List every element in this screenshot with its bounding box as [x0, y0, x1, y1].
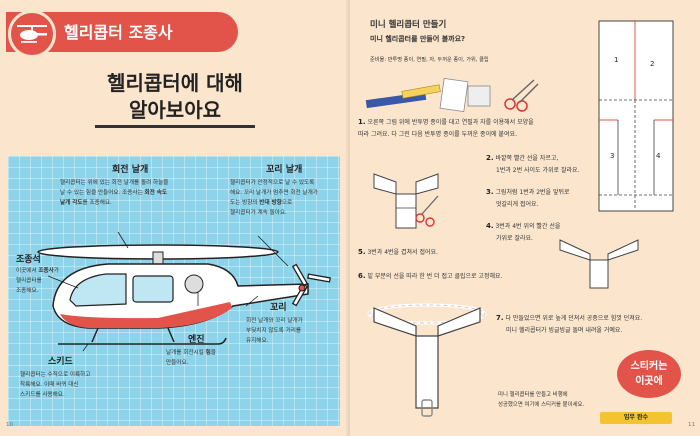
finished-helicopter-icon	[367, 303, 487, 417]
paper-template	[598, 20, 674, 212]
fold-illustration-icon	[373, 173, 439, 229]
materials-list: 준비물: 반투명 종이, 연필, 자, 두꺼운 종이, 가위, 클립	[370, 57, 489, 63]
left-page: 헬리콥터 조종사 헬리콥터에 대해 알아보아요	[6, 10, 340, 428]
helicopter-badge-icon	[8, 10, 56, 58]
desc-cockpit: 이곳에서 조종사가 헬리콥터를 조종해요.	[16, 268, 59, 294]
label-engine: 엔진	[188, 335, 205, 345]
page-number-left: 10	[6, 422, 13, 428]
template-num-2: 2	[650, 60, 655, 68]
title-underline	[95, 125, 255, 128]
craft-title: 미니 헬리콥터 만들기	[370, 20, 447, 30]
template-num-4: 4	[656, 152, 661, 160]
step-2: 2. 바깥쪽 빨간 선을 자르고, 1번과 2번 사이도 가위로 잘라요.	[486, 154, 580, 174]
desc-engine: 날개를 회전시킬 힘을 만들어요.	[166, 350, 216, 366]
section-header-title: 헬리콥터 조종사	[64, 23, 173, 42]
page-title: 헬리콥터에 대해 알아보아요	[107, 71, 243, 122]
template-num-3: 3	[610, 152, 615, 160]
desc-tail-rotor: 헬리콥터가 안정적으로 날 수 있도록 해요. 꼬리 날개가 멈추면 회전 날개…	[230, 180, 318, 216]
step-1: 1. 오른쪽 그림 위에 반투명 종이를 대고 연필과 자를 이용해서 모양을 …	[358, 118, 534, 138]
desc-tail: 회전 날개와 꼬리 날개가 부딪치지 않도록 거리를 유지해요.	[246, 318, 303, 344]
materials-illustration-icon	[365, 78, 539, 112]
desc-skid: 헬리콥터는 수직으로 이륙하고 착륙해요. 이때 바퀴 대신 스키드를 사용해요…	[20, 372, 91, 398]
label-tail-rotor: 꼬리 날개	[266, 165, 303, 175]
sticker-spot[interactable]: 스티커는 이곳에	[617, 350, 681, 398]
helicopter-illustration-icon	[37, 231, 331, 352]
label-main-rotor: 회전 날개	[112, 165, 149, 175]
page-number-right: 11	[688, 422, 695, 428]
craft-subtitle: 미니 헬리콥터를 만들어 볼까요?	[370, 35, 466, 43]
desc-main-rotor: 헬리콥터는 위에 있는 회전 날개를 돌려 하늘을 날 수 있는 힘을 만들어요…	[60, 180, 169, 206]
step-7: 7. 다 만들었으면 위로 높게 던져서 공중으로 힘껏 던져요. 미니 헬리콥…	[496, 314, 643, 334]
sticker-instruction: 미니 헬리콥터를 만들고 비행에 성공했으면 여기에 스티커를 붙이세요.	[498, 392, 585, 408]
step-6: 6. 밑 부분의 선을 따라 한 번 더 접고 클립으로 고정해요.	[358, 272, 503, 280]
helicopter-diagram: 회전 날개 헬리콥터는 위에 있는 회전 날개를 돌려 하늘을 날 수 있는 힘…	[8, 156, 340, 426]
label-cockpit: 조종석	[16, 255, 41, 265]
step-4: 4. 3번과 4번 위의 빨간 선을 가위로 잘라요.	[486, 222, 561, 242]
template-num-1: 1	[614, 56, 619, 64]
t-shape-illustration-icon	[559, 239, 639, 289]
step-3: 3. 그림처럼 1번과 2번을 앞뒤로 엇갈리게 접어요.	[486, 188, 570, 208]
label-skid: 스키드	[48, 357, 73, 367]
label-tail: 꼬리	[270, 303, 287, 313]
mission-complete-badge: 임무 완수	[600, 412, 672, 424]
step-5: 5. 3번과 4번을 겹쳐서 접어요.	[358, 248, 438, 256]
